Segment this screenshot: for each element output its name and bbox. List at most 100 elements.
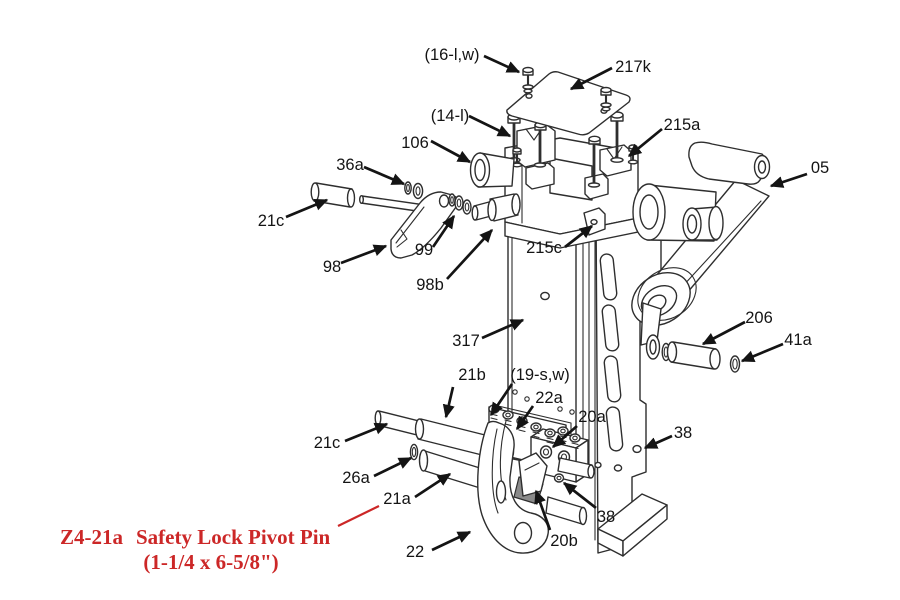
callout-part-name: Safety Lock Pivot Pin <box>136 525 331 549</box>
screw-head-inner <box>533 424 539 430</box>
elbow-eye-bore <box>649 339 657 355</box>
part-label-38-bottom: 38 <box>597 508 615 526</box>
hook-lever-22 <box>477 420 549 554</box>
part-label-16lw: (16-l,w) <box>424 46 479 64</box>
callout-part-number: Z4-21a <box>60 525 124 549</box>
leader-arrow-21b <box>442 386 455 419</box>
arm-cylinder-small-end <box>708 205 724 241</box>
plate-217k-face <box>506 71 631 136</box>
plate-hole-small <box>512 389 518 395</box>
washer-36a <box>404 181 412 195</box>
foot-side-face <box>622 504 668 557</box>
clamp-block-lower-left <box>525 162 555 190</box>
block-boss-bore <box>542 448 550 456</box>
arm-cylinder-small-bore <box>686 214 698 234</box>
bolt-head-top <box>600 86 612 94</box>
part-label-20a: 20a <box>578 408 606 426</box>
lock-washer <box>522 84 534 90</box>
washer-36a-inner <box>415 186 421 196</box>
leader-arrow-20b <box>534 489 552 531</box>
pin-206-left-end <box>666 341 678 363</box>
part-label-215c: 215c <box>526 239 562 257</box>
part-label-99: 99 <box>415 241 433 259</box>
screw-head-inner <box>572 435 578 441</box>
part-label-98b: 98b <box>416 276 444 294</box>
pin-end <box>346 188 356 208</box>
stub-pin-end <box>587 464 595 479</box>
column-slot <box>599 253 618 301</box>
plate-hole-small <box>524 396 530 402</box>
leader-arrow-106 <box>430 139 472 164</box>
pin-end <box>511 193 521 216</box>
leader-arrow-317 <box>481 318 525 340</box>
part-label-20b: 20b <box>550 532 578 550</box>
leader-arrow-14l <box>468 114 512 138</box>
part-label-36a: 36a <box>336 156 364 174</box>
o-ring-41a <box>729 355 741 373</box>
bolt-head-top <box>512 147 522 153</box>
latch-eye <box>438 194 450 208</box>
o-ring-41a-inner <box>732 358 738 370</box>
pin-end <box>374 410 382 426</box>
spring-washer <box>532 431 540 439</box>
screw-head <box>502 410 514 420</box>
column-slot <box>605 406 624 452</box>
leader-arrow-215a <box>627 127 663 158</box>
washer-36a <box>412 182 424 200</box>
screw-head-inner <box>560 428 566 434</box>
plate-hole-small <box>557 406 563 412</box>
part-label-05: 05 <box>811 159 829 177</box>
pin-206-right-end <box>709 348 721 370</box>
bracket-hole <box>590 218 598 226</box>
pin-end <box>578 506 588 526</box>
screw-38 <box>553 473 565 483</box>
leader-arrow-99 <box>431 214 456 248</box>
bracket-edge-line <box>524 462 540 471</box>
part-label-14l: (14-l) <box>431 107 470 125</box>
washer <box>601 106 611 112</box>
column-slot <box>601 304 620 352</box>
part-label-26a: 26a <box>342 469 370 487</box>
part-label-98: 98 <box>323 258 341 276</box>
washer-99 <box>462 199 472 215</box>
screw-38-inner <box>556 475 562 481</box>
pin-end <box>310 182 320 202</box>
washer-99-inner <box>456 198 462 208</box>
leader-arrow-38-bottom <box>562 481 597 510</box>
screw-head <box>569 433 581 443</box>
pin-21b-body <box>417 418 490 457</box>
arm-top-bracket <box>688 141 768 185</box>
part-label-206: 206 <box>745 309 773 327</box>
leader-arrow-21c-top <box>285 198 329 219</box>
leader-arrow-20a <box>551 424 578 449</box>
rod-end <box>359 194 365 204</box>
leader-arrow-21a <box>414 472 452 499</box>
leader-arrow-41a <box>740 342 784 363</box>
block-boss <box>539 445 553 459</box>
leader-arrow-21c-bottom <box>344 422 389 443</box>
part-label-21b: 21b <box>458 366 486 384</box>
plate-hole <box>525 93 533 99</box>
leader-arrow-215c <box>564 224 594 249</box>
leader-arrows <box>285 54 808 552</box>
pin-21a-rear-body <box>545 496 585 525</box>
washer-99 <box>454 195 464 211</box>
washer-99 <box>448 193 456 207</box>
leader-arrow-26a <box>373 456 413 478</box>
screw-head <box>544 428 556 438</box>
clamp-block-upper-left <box>516 124 556 168</box>
part-label-21c-bottom: 21c <box>314 434 341 452</box>
mounting-plate-217k <box>506 66 631 136</box>
latch-edge-line <box>395 206 425 244</box>
part-label-215a: 215a <box>664 116 702 134</box>
pin-206-group <box>661 341 741 373</box>
part-label-317: 317 <box>452 332 480 350</box>
part-label-217k: 217k <box>615 58 652 76</box>
pin-end <box>418 449 429 472</box>
safety-lock-assembly <box>374 404 595 554</box>
spring-washer <box>571 442 579 450</box>
red-callout: Z4-21a Safety Lock Pivot Pin (1-1/4 x 6-… <box>60 525 331 574</box>
screw-head <box>530 422 542 432</box>
